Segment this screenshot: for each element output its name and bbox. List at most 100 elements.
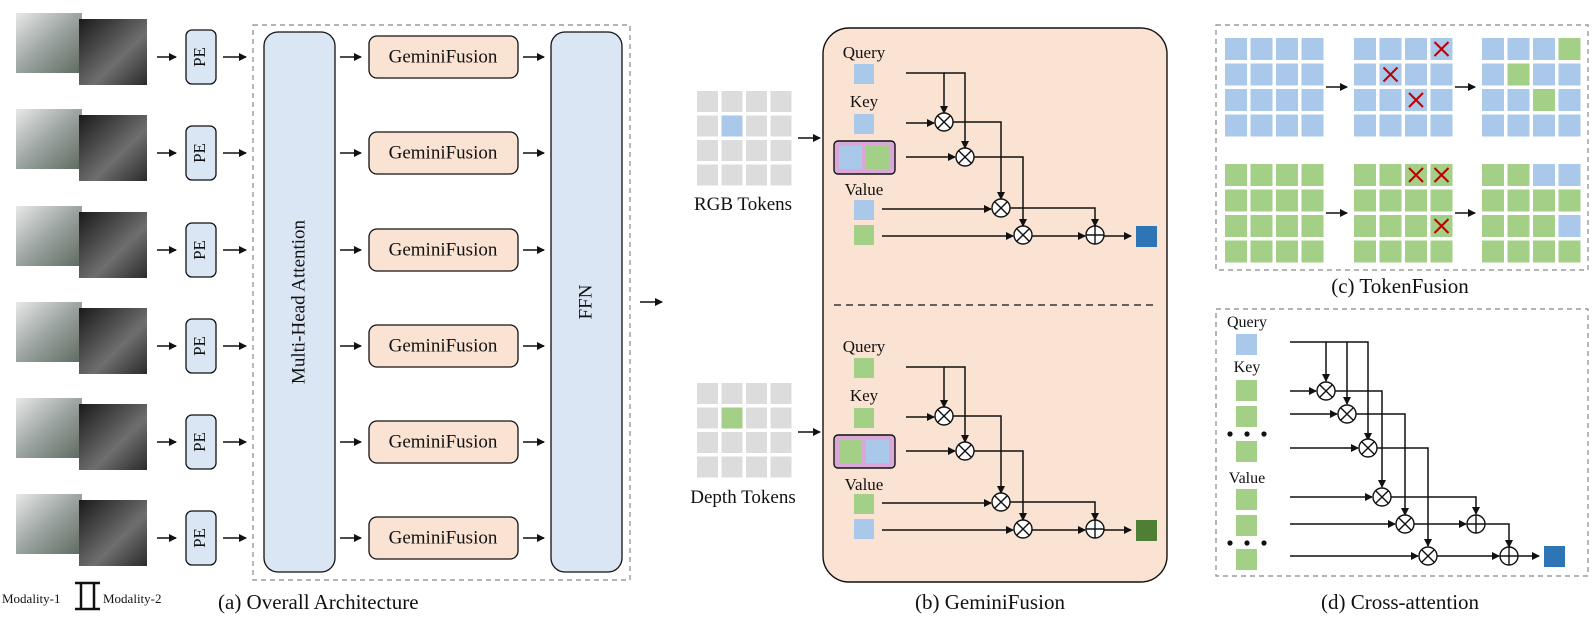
swapped-token [1507, 63, 1530, 86]
query-label: Query [843, 43, 886, 62]
token-cell [1225, 189, 1247, 212]
gemini-fusion-blocks: GeminiFusionGeminiFusionGeminiFusionGemi… [340, 35, 545, 560]
pe-box [185, 125, 217, 181]
token-cell [1250, 215, 1273, 237]
key-label: Key [850, 386, 879, 405]
token-cell [697, 91, 718, 112]
rgb-image [16, 13, 82, 73]
token-fusion-grids [1225, 38, 1581, 263]
token-cell [697, 115, 718, 137]
token-cell [1533, 240, 1555, 263]
token-cell [1430, 240, 1453, 263]
multiply-icon [1316, 381, 1336, 401]
multiply-icon [1418, 546, 1438, 566]
depth-image [79, 308, 147, 374]
connector-arrow [1391, 496, 1480, 515]
swapped-token [1533, 164, 1555, 186]
token-cell [1533, 63, 1555, 86]
connector-arrow [1290, 341, 1330, 382]
token-cell [697, 432, 718, 453]
token-cell [1250, 164, 1273, 186]
token-cell [1482, 38, 1504, 60]
depth-image [79, 19, 147, 85]
query-token [854, 64, 874, 84]
multiply-icon [934, 406, 954, 426]
token-cell [1301, 240, 1324, 263]
gemini-fusion-rgb-branch: Query Key Value [833, 43, 1157, 247]
query-token [1236, 334, 1257, 355]
gemini-fusion-block: GeminiFusion [368, 324, 519, 368]
multiply-icon [1013, 519, 1033, 539]
token-cell [746, 164, 767, 186]
ellipsis-dot [1244, 431, 1250, 437]
value-token [854, 494, 874, 514]
token-cell [1276, 189, 1298, 212]
token-cell [1558, 89, 1581, 111]
rgb-image [16, 109, 82, 169]
token-cell [746, 383, 767, 404]
connector-arrow [953, 415, 1005, 494]
token-cell [1250, 38, 1273, 60]
token-cell [1507, 164, 1530, 186]
concat-right-token [866, 440, 889, 463]
token-cell [1354, 38, 1376, 60]
mask-cross-icon [1408, 167, 1424, 183]
gemini-fusion-block: GeminiFusion [368, 228, 519, 272]
token-cell [770, 456, 792, 478]
token-cell [1225, 114, 1247, 137]
token-cell [1430, 114, 1453, 137]
mha-block [263, 31, 336, 573]
connector-arrow [1010, 501, 1099, 521]
token-cell [697, 140, 718, 161]
token-cell [770, 407, 792, 429]
rgb-image [16, 206, 82, 266]
token-cell [770, 383, 792, 404]
ellipsis-dot [1261, 540, 1267, 546]
multiply-icon [991, 492, 1011, 512]
token-cell [1558, 240, 1581, 263]
token-cell [1301, 89, 1324, 111]
output-token [1136, 226, 1157, 247]
pe-block: PE [185, 414, 217, 470]
add-icon [1085, 519, 1105, 539]
multiply-cross [937, 409, 951, 423]
token-cell [1533, 114, 1555, 137]
concat-right-token [866, 146, 889, 169]
token-cell [1558, 63, 1581, 86]
key-token [854, 114, 874, 134]
mask-cross-icon [1433, 167, 1450, 183]
input-pair [16, 109, 147, 181]
token-cell [697, 164, 718, 186]
pe-block: PE [185, 125, 217, 181]
cross-attention: Query Key Value (d) Cross-attention [1215, 308, 1589, 614]
multiply-cross [994, 495, 1008, 509]
token-cell [1482, 63, 1504, 86]
token-cell [1507, 215, 1530, 237]
input-pair [16, 494, 147, 566]
connector-arrow [1485, 523, 1513, 548]
token-cell [770, 140, 792, 161]
query-label: Query [843, 337, 886, 356]
token-cell [1276, 89, 1298, 111]
connector-arrow [1010, 207, 1099, 227]
multiply-cross [1361, 441, 1375, 455]
swapped-token [1558, 38, 1581, 60]
token-cell [746, 407, 767, 429]
gemini-fusion-box [368, 228, 519, 272]
multiply-cross [1319, 384, 1333, 398]
token-cell [1354, 63, 1376, 86]
mask-cross-icon [1433, 218, 1450, 234]
value-label: Value [1229, 470, 1265, 487]
multiply-cross [1016, 228, 1030, 242]
token-cell [1482, 215, 1504, 237]
multiply-icon [991, 198, 1011, 218]
multiply-cross [958, 150, 972, 164]
token-cell [1250, 89, 1273, 111]
key-token [1236, 406, 1257, 427]
gemini-fusion-label: GeminiFusion [389, 431, 498, 452]
token-cell [1250, 240, 1273, 263]
key-concat-block [833, 434, 896, 469]
token-cell [1250, 189, 1273, 212]
